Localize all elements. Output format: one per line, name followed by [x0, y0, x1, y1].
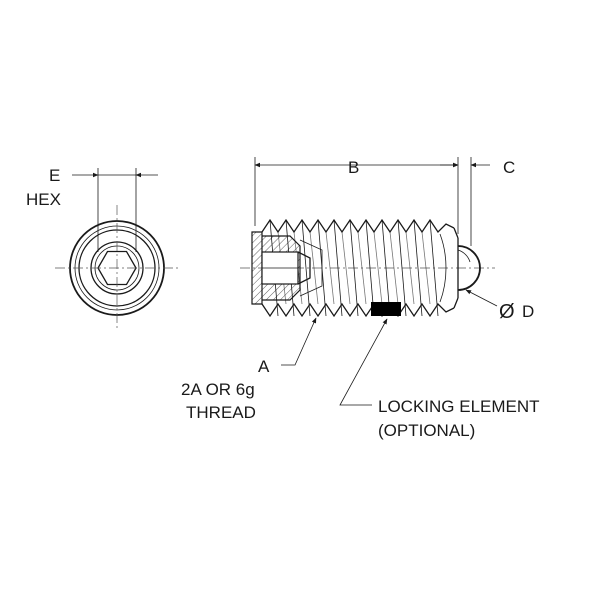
end-view — [55, 168, 180, 330]
label-d: D — [522, 302, 534, 321]
label-hex: HEX — [26, 190, 61, 209]
ball — [457, 245, 481, 291]
label-locking-element: LOCKING ELEMENT — [378, 397, 540, 416]
locking-element — [371, 302, 401, 316]
leader-locking-element — [339, 318, 388, 406]
leader-d — [465, 289, 498, 307]
leader-a — [281, 317, 317, 366]
label-thread-class: 2A OR 6g — [181, 380, 255, 399]
section-cutaway — [251, 231, 263, 305]
label-c: C — [503, 158, 515, 177]
label-optional: (OPTIONAL) — [378, 421, 475, 440]
label-a: A — [258, 357, 270, 376]
dimension-b — [254, 157, 472, 246]
side-view — [240, 218, 495, 318]
label-b: B — [348, 158, 359, 177]
label-e: E — [49, 166, 60, 185]
thread-profile-bottom — [261, 302, 455, 318]
label-thread: THREAD — [186, 403, 256, 422]
thread-profile-top — [261, 218, 455, 234]
label-diameter-symbol: Ø — [499, 301, 515, 323]
